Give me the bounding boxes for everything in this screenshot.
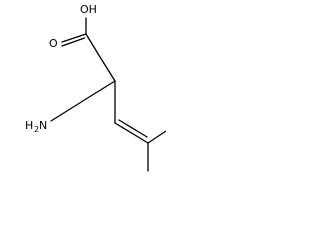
amine-subscript-label: 2 <box>34 125 39 134</box>
bond-c1-o-double-a <box>61 33 87 43</box>
hydroxyl-label: OH <box>80 3 97 16</box>
amine-n-label: N <box>39 119 47 132</box>
bond-c4-c5-double-a <box>114 122 149 144</box>
bond-ch2-n <box>50 98 87 122</box>
molecule-structure: OH O H 2 N <box>25 3 166 172</box>
amine-h-label: H <box>25 119 33 132</box>
bond-c1-o-double-b <box>61 37 86 47</box>
bond-c3-ch2 <box>85 80 116 100</box>
bond-c5-methyl-right <box>147 130 166 144</box>
bond-c4-c5-double-b <box>118 119 148 138</box>
bond-c1-c2 <box>85 33 101 58</box>
bond-c2-c3 <box>99 56 116 82</box>
carbonyl-oxygen-label: O <box>49 37 58 50</box>
